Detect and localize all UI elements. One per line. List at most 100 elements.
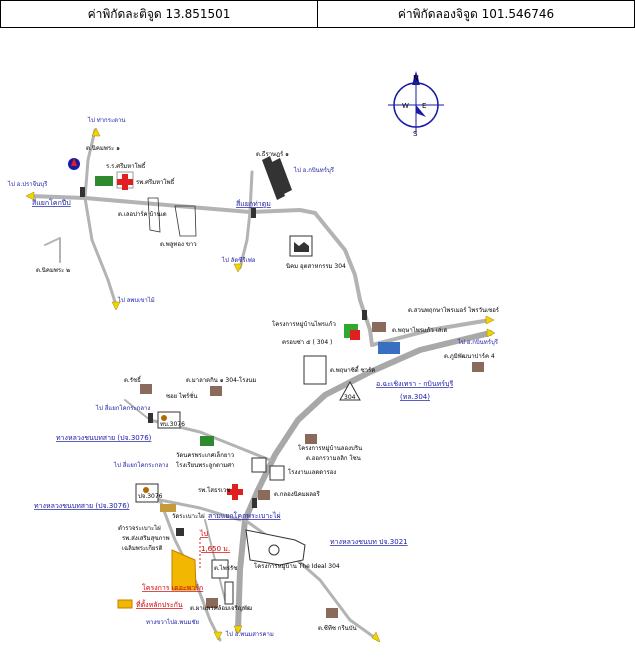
highway-304 (235, 330, 493, 633)
label-project-bottom: โครงการหมู่บ้าน The Ideal 304 (254, 562, 340, 570)
road-sign-icon (143, 487, 149, 493)
latitude-label: ค่าพิกัดละติจูด 13.851501 (87, 6, 231, 21)
plot-outline (147, 197, 197, 237)
label-to-khok-klang: ไป สี่แยกโคกระกลาง (95, 404, 150, 412)
label-tambon-left: ต.รัชธิ์ (124, 375, 142, 384)
plot-rect (224, 581, 234, 605)
label-factory-center: โรงงานแลดดารอง (288, 468, 336, 476)
compass-west: W (402, 102, 409, 110)
label-health-1: รพ.ส่งเสริมสุขภาพ (122, 535, 170, 542)
label-tambon-pu: ต.พฤษาซิตี้ ซาร์ค (330, 364, 375, 374)
label-to-phanom: ไป อ.พนมสารคาม (225, 630, 274, 638)
compass-east: E (422, 102, 426, 110)
traffic-light-icon (252, 498, 257, 508)
label-sign-3076: ทบ.3076 (160, 421, 185, 428)
longitude-label: ค่าพิกัดลองจิจูด 101.546746 (317, 1, 634, 27)
label-wat-ban: วัดระเบาะไผ่ (172, 512, 205, 520)
label-to-road: ไป (199, 529, 209, 538)
label-junction-khok-pip: สี่แยกโคกปีป (32, 198, 71, 207)
hospital-cross-icon (117, 174, 133, 190)
road-network (28, 128, 493, 642)
label-to-kabinburi-top: ไป อ.กบินทร์บุรี (293, 166, 335, 174)
hospital-cross-icon (227, 484, 243, 500)
label-rd-304: (ทล.304) (400, 393, 430, 401)
road-top-to-east (313, 211, 374, 347)
label-project-village: โครงการหมู่บ้านไพรแก้ว (272, 320, 336, 328)
compass-north: N (413, 74, 419, 83)
compass-rose-icon: N E W S (388, 71, 444, 138)
label-project-right: โครงการหมู่บ้านลองบริน (298, 444, 362, 452)
label-school-lek: ต.เลอปาร์ค บ้านเด (118, 210, 167, 218)
coordinate-header: ค่าพิกัดละติจูด 13.851501 ค่าพิกัดลองจิจ… (0, 0, 635, 28)
road-tha-tum-north (248, 170, 254, 214)
road-tha-tum-south (238, 210, 252, 270)
label-tambon-village: ต.พฤษาไพรแก้ว เล่เด (392, 326, 447, 334)
arrow-icon (486, 328, 496, 338)
label-district-tong: อ.ฉะเชิงเทรา - กบินทร์บุรี (376, 380, 453, 388)
house-icon (210, 386, 222, 396)
label-sign-mark: ซอย ไพร์ชั่น (166, 392, 197, 400)
direction-arrows (25, 127, 496, 643)
plot-marker-icon (268, 544, 280, 556)
billboard-icon (378, 342, 400, 354)
arrow-icon (371, 631, 381, 643)
label-to-tha-kradan: ไป ท่ากระดาน (87, 116, 126, 124)
label-sign-3076b: ปจ.3076 (138, 493, 163, 500)
road-khok-south (83, 196, 118, 307)
landmarks (68, 156, 484, 618)
label-phase-304: ครอบซ่า ๕ ( 304 ) (282, 339, 332, 346)
label-tambon-far-right: ต.สวนพฤกษาไพรเมอร์ ไพรวันเซอร์ (408, 306, 500, 314)
label-sign-304: 304 (344, 394, 356, 401)
label-rd-3076-low: ทางหลวงชนบทสาย (ปจ.3076) (34, 502, 130, 510)
sign-box-3076b (135, 483, 159, 503)
house-icon (140, 384, 152, 394)
label-to-khok-klang2: ไป สี่แยกโคกระกลาง (113, 461, 168, 469)
arrow-icon (233, 625, 243, 635)
label-to-sahat: ทางขวาไปอ.พนมชัย (146, 618, 199, 626)
label-market-304: ต.มาลาตกิน ๑ 304-โรงนม (186, 376, 257, 384)
house-icon (326, 608, 338, 618)
label-junction-tha-tum: สี่แยกท่าตูม (236, 199, 271, 208)
house-icon (472, 362, 484, 372)
label-tambon-bottom: ต.ซีทีซ กรีนบัน (318, 624, 357, 632)
house-icon (206, 598, 218, 608)
traffic-lights (80, 187, 367, 508)
road-nikhom-north (83, 128, 97, 200)
arrow-icon (485, 315, 495, 325)
label-distance: 1,650 ม. (201, 545, 230, 553)
label-hospital-sri-mahapho: รพ.ศรีมหาโพธิ์ (136, 177, 176, 186)
map-labels: ไป ท่ากระดาน ต.นิคมพระ ๑ ร.ร.ศรีมหาโพธิ์… (7, 116, 500, 638)
compass-south: S (413, 130, 418, 138)
wat-icon (160, 504, 176, 512)
label-to-hat-yai: ไป ลัดซีรีเฟอ (221, 256, 256, 264)
plot-rect (211, 559, 229, 579)
police-triangle-icon (339, 380, 361, 401)
label-junction-low: สามแยกโคกพระเบาะไผ่ (208, 511, 281, 520)
label-market-right: ต.ออกรวามลลิก โซน (306, 454, 361, 462)
highway-304-east-branch (370, 318, 492, 347)
label-pump-nikhom: ต.นิคมพระ ๑ (86, 145, 120, 152)
legend-swatch (117, 599, 133, 609)
label-school-2: ต.ธีราษฎร์ ๑ (256, 150, 289, 158)
school-icon (95, 176, 113, 186)
factory-icon (251, 457, 267, 473)
road-top-horizontal (28, 194, 317, 215)
label-legend: ที่ตั้งหลักประกัน (136, 598, 183, 609)
road-nikhom2 (44, 237, 61, 263)
road-sign-icon (161, 415, 167, 421)
label-wat-sri-mahapho: ร.ร.ศรีมหาโพธิ์ (106, 161, 147, 170)
road-local-2 (124, 399, 151, 421)
village-icon-red (350, 330, 360, 340)
arrow-icon (233, 263, 243, 273)
fire-icon (71, 158, 77, 166)
arrow-icon (91, 127, 101, 137)
label-local-admin: ตำรวจระเบาะไผ่ (118, 524, 161, 532)
tower-buildings-icon (262, 156, 292, 200)
road-3076-lower (148, 496, 242, 522)
label-to-prachinburi: ไป อ.ปราจีนบุรี (7, 180, 48, 188)
label-rd-3021: ทางหลวงชนบท ปจ.3021 (330, 538, 408, 546)
label-to-bottom-left: ต.ผาแพรคล้อมเจริญพัฒ (190, 605, 252, 612)
arrow-icon (25, 191, 35, 201)
police-icon (176, 528, 184, 536)
